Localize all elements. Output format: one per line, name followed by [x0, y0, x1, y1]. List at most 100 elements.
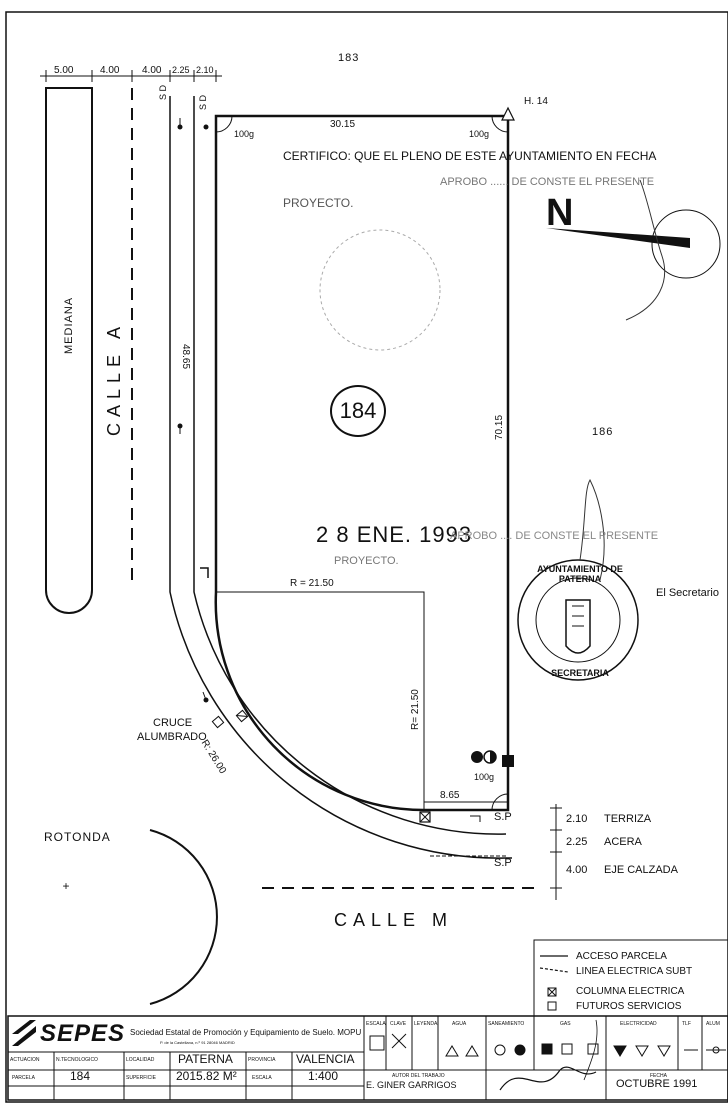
north-label: N [546, 192, 574, 234]
legend-item-1: ACCESO PARCELA [576, 951, 667, 962]
h-service-9: ALUM [706, 1021, 720, 1027]
width-dimension-line [40, 70, 222, 82]
seal-top-text: AYUNTAMIENTO DE PATERNA [537, 564, 623, 584]
v-fecha: OCTUBRE 1991 [616, 1078, 698, 1090]
h14-label: H. 14 [524, 96, 548, 107]
sepes-logo-icon [12, 1020, 36, 1046]
angle-label-tr: 100g [469, 129, 490, 139]
h-localidad: LOCALIDAD [126, 1057, 155, 1063]
section-value-3: 4.00 [566, 864, 588, 876]
v-localidad: PATERNA [178, 1052, 233, 1066]
sepes-logo-text: SEPES [40, 1020, 126, 1047]
h-service-2: CLAVE [390, 1021, 407, 1027]
top-length-label: 30.15 [330, 119, 356, 130]
h-service-3: LEYENDA [414, 1021, 438, 1027]
legend-linea-electrica-icon [539, 967, 569, 973]
seal-bottom-text: SECRETARIA [551, 668, 609, 678]
stamp-certifico-line: CERTIFICO: QUE EL PLENO DE ESTE AYUNTAMI… [283, 149, 657, 163]
h-ntec: N.TECNOLOGICO [56, 1057, 98, 1063]
bottom-length-label: 8.65 [440, 790, 460, 801]
service-symbols [369, 1033, 726, 1057]
section-label-1: TERRIZA [604, 813, 652, 825]
futuros-servicios-icon-1 [211, 715, 225, 729]
parcel-183-label: 183 [338, 52, 360, 64]
rotonda-label: ROTONDA [44, 830, 111, 844]
v-actuacion: PARCELA [12, 1075, 35, 1081]
parcel-184-label: 184 [339, 398, 377, 423]
angle-arc-tl [215, 115, 233, 133]
width-label-3: 4.00 [142, 65, 162, 76]
section-value-1: 2.10 [566, 813, 588, 825]
h-escala: ESCALA [252, 1075, 272, 1081]
sd-right-label: S D [198, 94, 208, 110]
calle-a-label: CALLE A [104, 320, 124, 436]
h-service-7: ELECTRICIDAD [620, 1021, 657, 1027]
sd-left-label: S D [158, 84, 168, 100]
sp-top-label: S.P [494, 811, 512, 823]
right-length-label: 70.15 [494, 414, 505, 440]
stamp-aprobo-line: APROBO ...... DE CONSTE EL PRESENTE [440, 176, 655, 188]
org-address: P. de la Castellana, n.º 91 28046 MADRID [160, 1040, 235, 1045]
signature-scribble [499, 1066, 597, 1091]
angle-label-br: 100g [474, 772, 495, 782]
h-superficie: SUPERFICIE [126, 1075, 157, 1081]
title-block [7, 1015, 728, 1101]
v-provincia: VALENCIA [296, 1052, 355, 1066]
v-superficie: 2015.82 M² [176, 1069, 237, 1083]
angle-arc-tr [491, 115, 509, 133]
h-autor: AUTOR DEL TRABAJO [392, 1073, 445, 1079]
stamp-aprobo-line-2: APROBO .... DE CONSTE EL PRESENTE [450, 530, 659, 542]
width-label-1: 5.00 [54, 65, 74, 76]
ayuntamiento-seal [517, 478, 639, 681]
parcel-186-label: 186 [592, 426, 614, 438]
stamp-proyecto-line: PROYECTO. [283, 196, 354, 210]
curb-outer-line [169, 96, 512, 859]
h14-marker-icon [501, 106, 515, 121]
calle-m-label: CALLE M [334, 910, 454, 930]
rotonda-center-mark: + [62, 879, 69, 893]
width-label-2: 4.00 [100, 65, 120, 76]
alumbrado-label: ALUMBRADO [137, 731, 207, 743]
stamp-date: 2 8 ENE. 1993 [316, 522, 473, 547]
width-label-5: 2.10 [196, 65, 214, 75]
acceso-parcela-icon-1 [470, 815, 481, 822]
h-service-1: ESCALA [366, 1021, 386, 1027]
width-label-4: 2.25 [172, 65, 190, 75]
faded-seal-stamp [319, 229, 441, 351]
h-provincia: PROVINCIA [248, 1057, 276, 1063]
parcel-184-boundary [214, 114, 510, 812]
section-bracket [550, 804, 562, 900]
radius-vertical-label: R= 21.50 [410, 689, 421, 730]
h-service-5: SANEAMIENTO [488, 1021, 525, 1027]
v-autor: E. GINER GARRIGOS [366, 1080, 457, 1090]
meter-icon-3 [502, 755, 514, 767]
angle-label-tl: 100g [234, 129, 255, 139]
h-actuacion: ACTUACION [10, 1057, 40, 1063]
radius-construction-lines [216, 591, 425, 810]
parcel-184-circle: 184 [330, 385, 386, 437]
radius-horizontal-label: R = 21.50 [290, 578, 334, 589]
h-service-6: GAS [560, 1021, 571, 1027]
h-service-8: TLF [682, 1021, 691, 1027]
acceso-parcela-icon-2 [200, 567, 209, 578]
section-label-2: ACERA [604, 836, 642, 848]
north-arrow-icon [546, 179, 721, 321]
legend-futuros-servicios-icon [547, 1001, 557, 1011]
org-name: Sociedad Estatal de Promoción y Equipami… [130, 1028, 362, 1037]
acera-line [193, 96, 507, 835]
section-value-2: 2.25 [566, 836, 588, 848]
h-fecha: FECHA [650, 1073, 667, 1079]
left-length-label: 48.65 [180, 344, 191, 370]
stamp-proyecto-line-2: PROYECTO. [334, 555, 399, 567]
section-label-3: EJE CALZADA [604, 864, 678, 876]
sp-bottom-label: S.P [494, 857, 512, 869]
angle-arc-br [491, 793, 509, 811]
legend-item-4: FUTUROS SERVICIOS [576, 1001, 682, 1012]
secretario-label: El Secretario [656, 587, 719, 599]
cruce-label: CRUCE [153, 717, 193, 729]
legend-item-2: LINEA ELECTRICA SUBT [576, 966, 693, 977]
h-service-4: AGUA [452, 1021, 467, 1027]
v-ntec: 184 [70, 1069, 91, 1083]
mediana-label: MEDIANA [63, 296, 75, 354]
meter-icon-1 [471, 751, 483, 763]
